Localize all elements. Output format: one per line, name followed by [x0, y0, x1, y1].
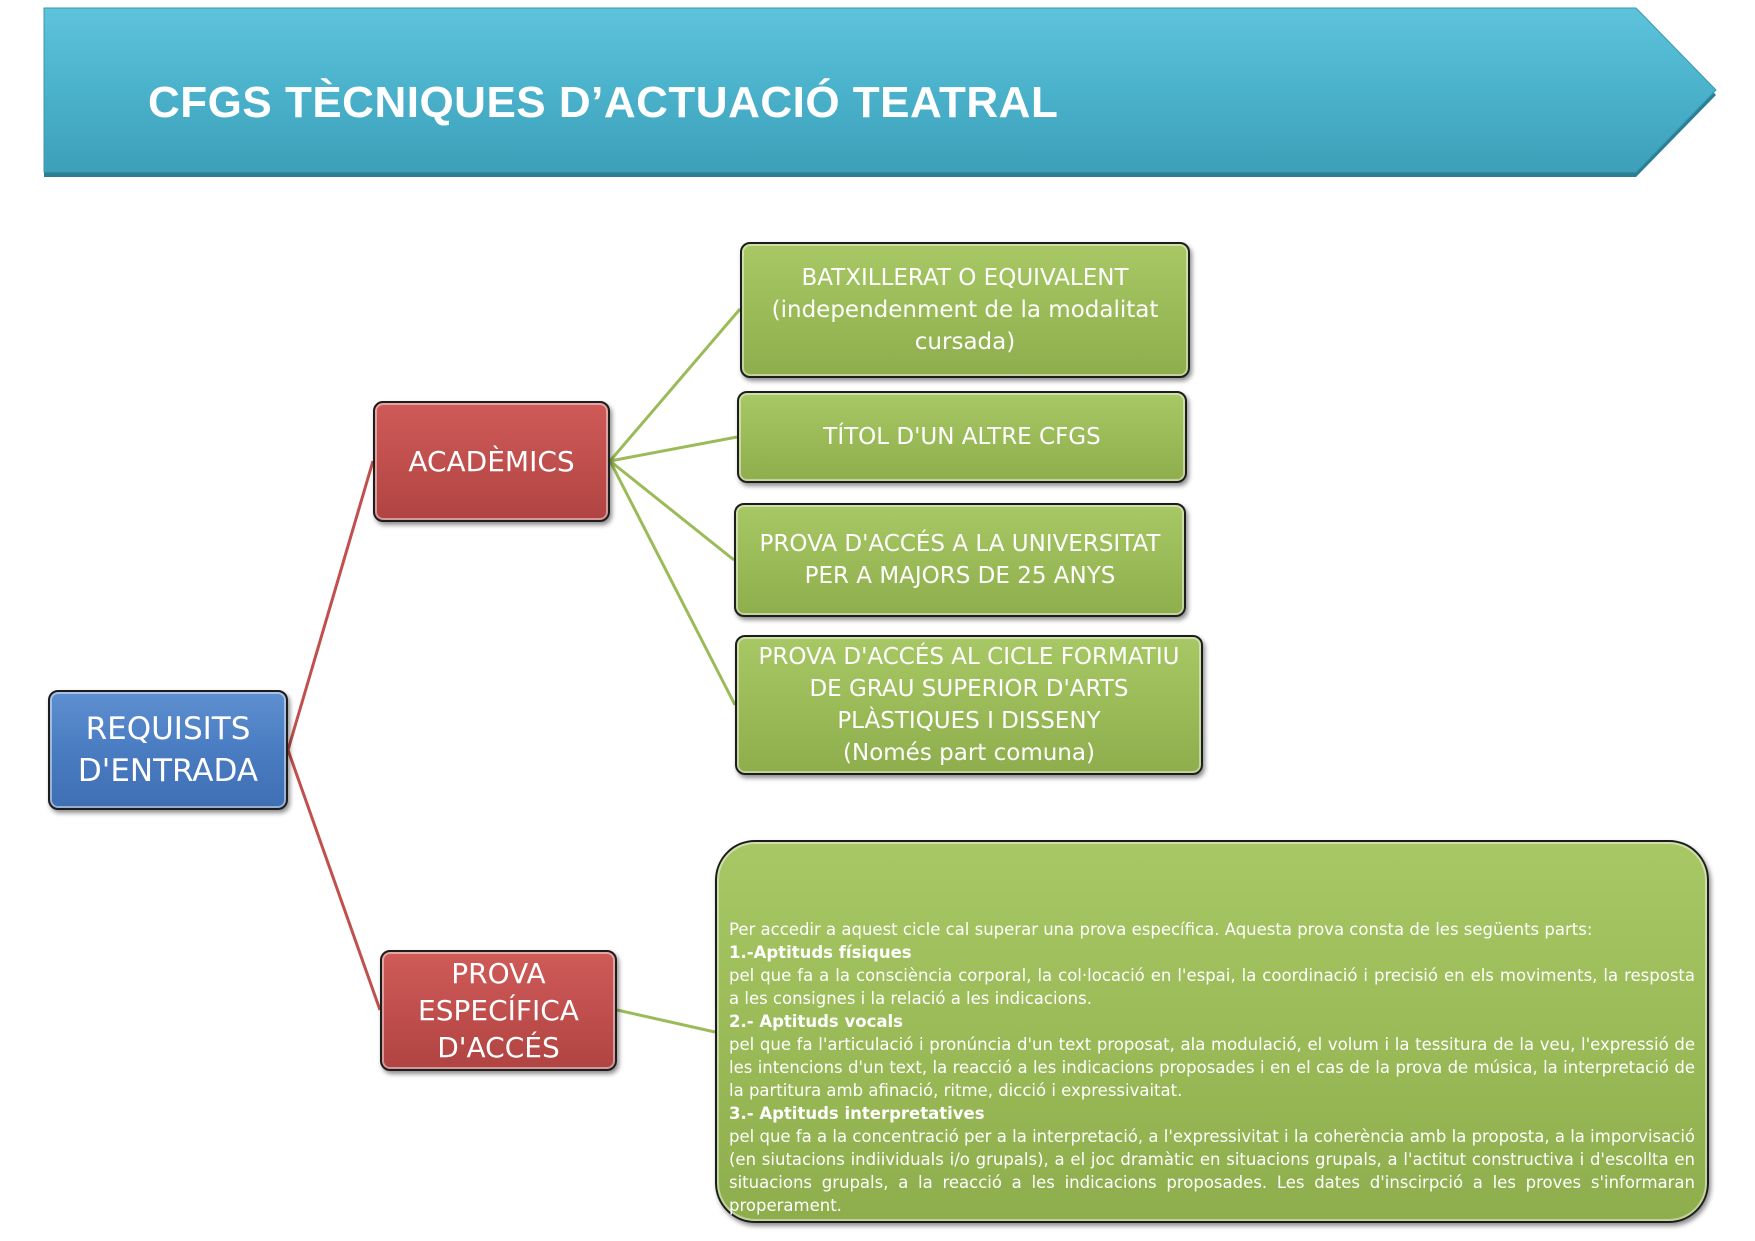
leaf-node-titol-cfgs: TÍTOL D'UN ALTRE CFGS: [737, 391, 1187, 483]
root-node-requisits: REQUISITS D'ENTRADA: [48, 690, 288, 810]
part-2-text: pel que fa l'articulació i pronúncia d'u…: [729, 1035, 1695, 1100]
part-3-title: 3.- Aptituds interpretatives: [729, 1104, 985, 1123]
connector-root-academics: [286, 460, 375, 751]
connector-academics-leaf-3: [609, 459, 735, 562]
root-line-1: REQUISITS: [85, 711, 251, 747]
branch-academics-label: ACADÈMICS: [408, 445, 575, 478]
description-paragraph: Per accedir a aquest cicle cal superar u…: [729, 918, 1695, 1217]
leaf-node-prova-especifica-description: Per accedir a aquest cicle cal superar u…: [715, 840, 1709, 1223]
leaf-4-line-2: DE GRAU SUPERIOR D'ARTS: [809, 676, 1129, 702]
leaf-node-prova-universitat: PROVA D'ACCÉS A LA UNIVERSITAT PER A MAJ…: [734, 503, 1186, 617]
leaf-4-line-4: (Només part comuna): [843, 740, 1095, 766]
connector-academics-leaf-4: [608, 460, 737, 706]
banner-arrow-shape: [43, 7, 1717, 173]
part-1-title: 1.-Aptituds físiques: [729, 943, 912, 962]
root-line-2: D'ENTRADA: [77, 753, 259, 789]
branch-prova-line-2: ESPECÍFICA: [418, 994, 579, 1027]
part-3-text: pel que fa a la concentració per a la in…: [729, 1127, 1695, 1215]
part-1-text: pel que fa a la consciència corporal, la…: [729, 966, 1695, 1008]
connector-academics-leaf-1: [608, 308, 742, 462]
leaf-3-line-2: PER A MAJORS DE 25 ANYS: [804, 563, 1116, 589]
connector-root-prova: [286, 749, 382, 1011]
leaf-4-line-1: PROVA D'ACCÉS AL CICLE FORMATIU: [758, 644, 1180, 670]
leaf-2-line-1: TÍTOL D'UN ALTRE CFGS: [823, 424, 1101, 450]
leaf-3-line-1: PROVA D'ACCÉS A LA UNIVERSITAT: [759, 531, 1161, 557]
leaf-node-prova-arts-plastiques: PROVA D'ACCÉS AL CICLE FORMATIU DE GRAU …: [735, 635, 1203, 775]
connector-prova-leaf: [616, 1008, 716, 1034]
leaf-1-line-1: BATXILLERAT O EQUIVALENT: [801, 265, 1129, 291]
branch-node-prova-especifica: PROVA ESPECÍFICA D'ACCÉS: [380, 950, 617, 1071]
title-banner: [43, 7, 1717, 179]
branch-node-academics: ACADÈMICS: [373, 401, 610, 522]
description-intro: Per accedir a aquest cicle cal superar u…: [729, 920, 1593, 939]
branch-prova-line-3: D'ACCÉS: [437, 1031, 560, 1064]
part-2-title: 2.- Aptituds vocals: [729, 1012, 903, 1031]
leaf-1-line-3: cursada): [914, 329, 1016, 355]
connector-academics-leaf-2: [609, 435, 738, 463]
leaf-node-batxillerat: BATXILLERAT O EQUIVALENT (independenment…: [740, 242, 1190, 378]
leaf-1-line-2: (independenment de la modalitat: [771, 297, 1159, 323]
page-title: CFGS TÈCNIQUES D’ACTUACIÓ TEATRAL: [148, 78, 1059, 127]
branch-prova-line-1: PROVA: [451, 957, 546, 990]
leaf-4-line-3: PLÀSTIQUES I DISSENY: [837, 708, 1101, 734]
